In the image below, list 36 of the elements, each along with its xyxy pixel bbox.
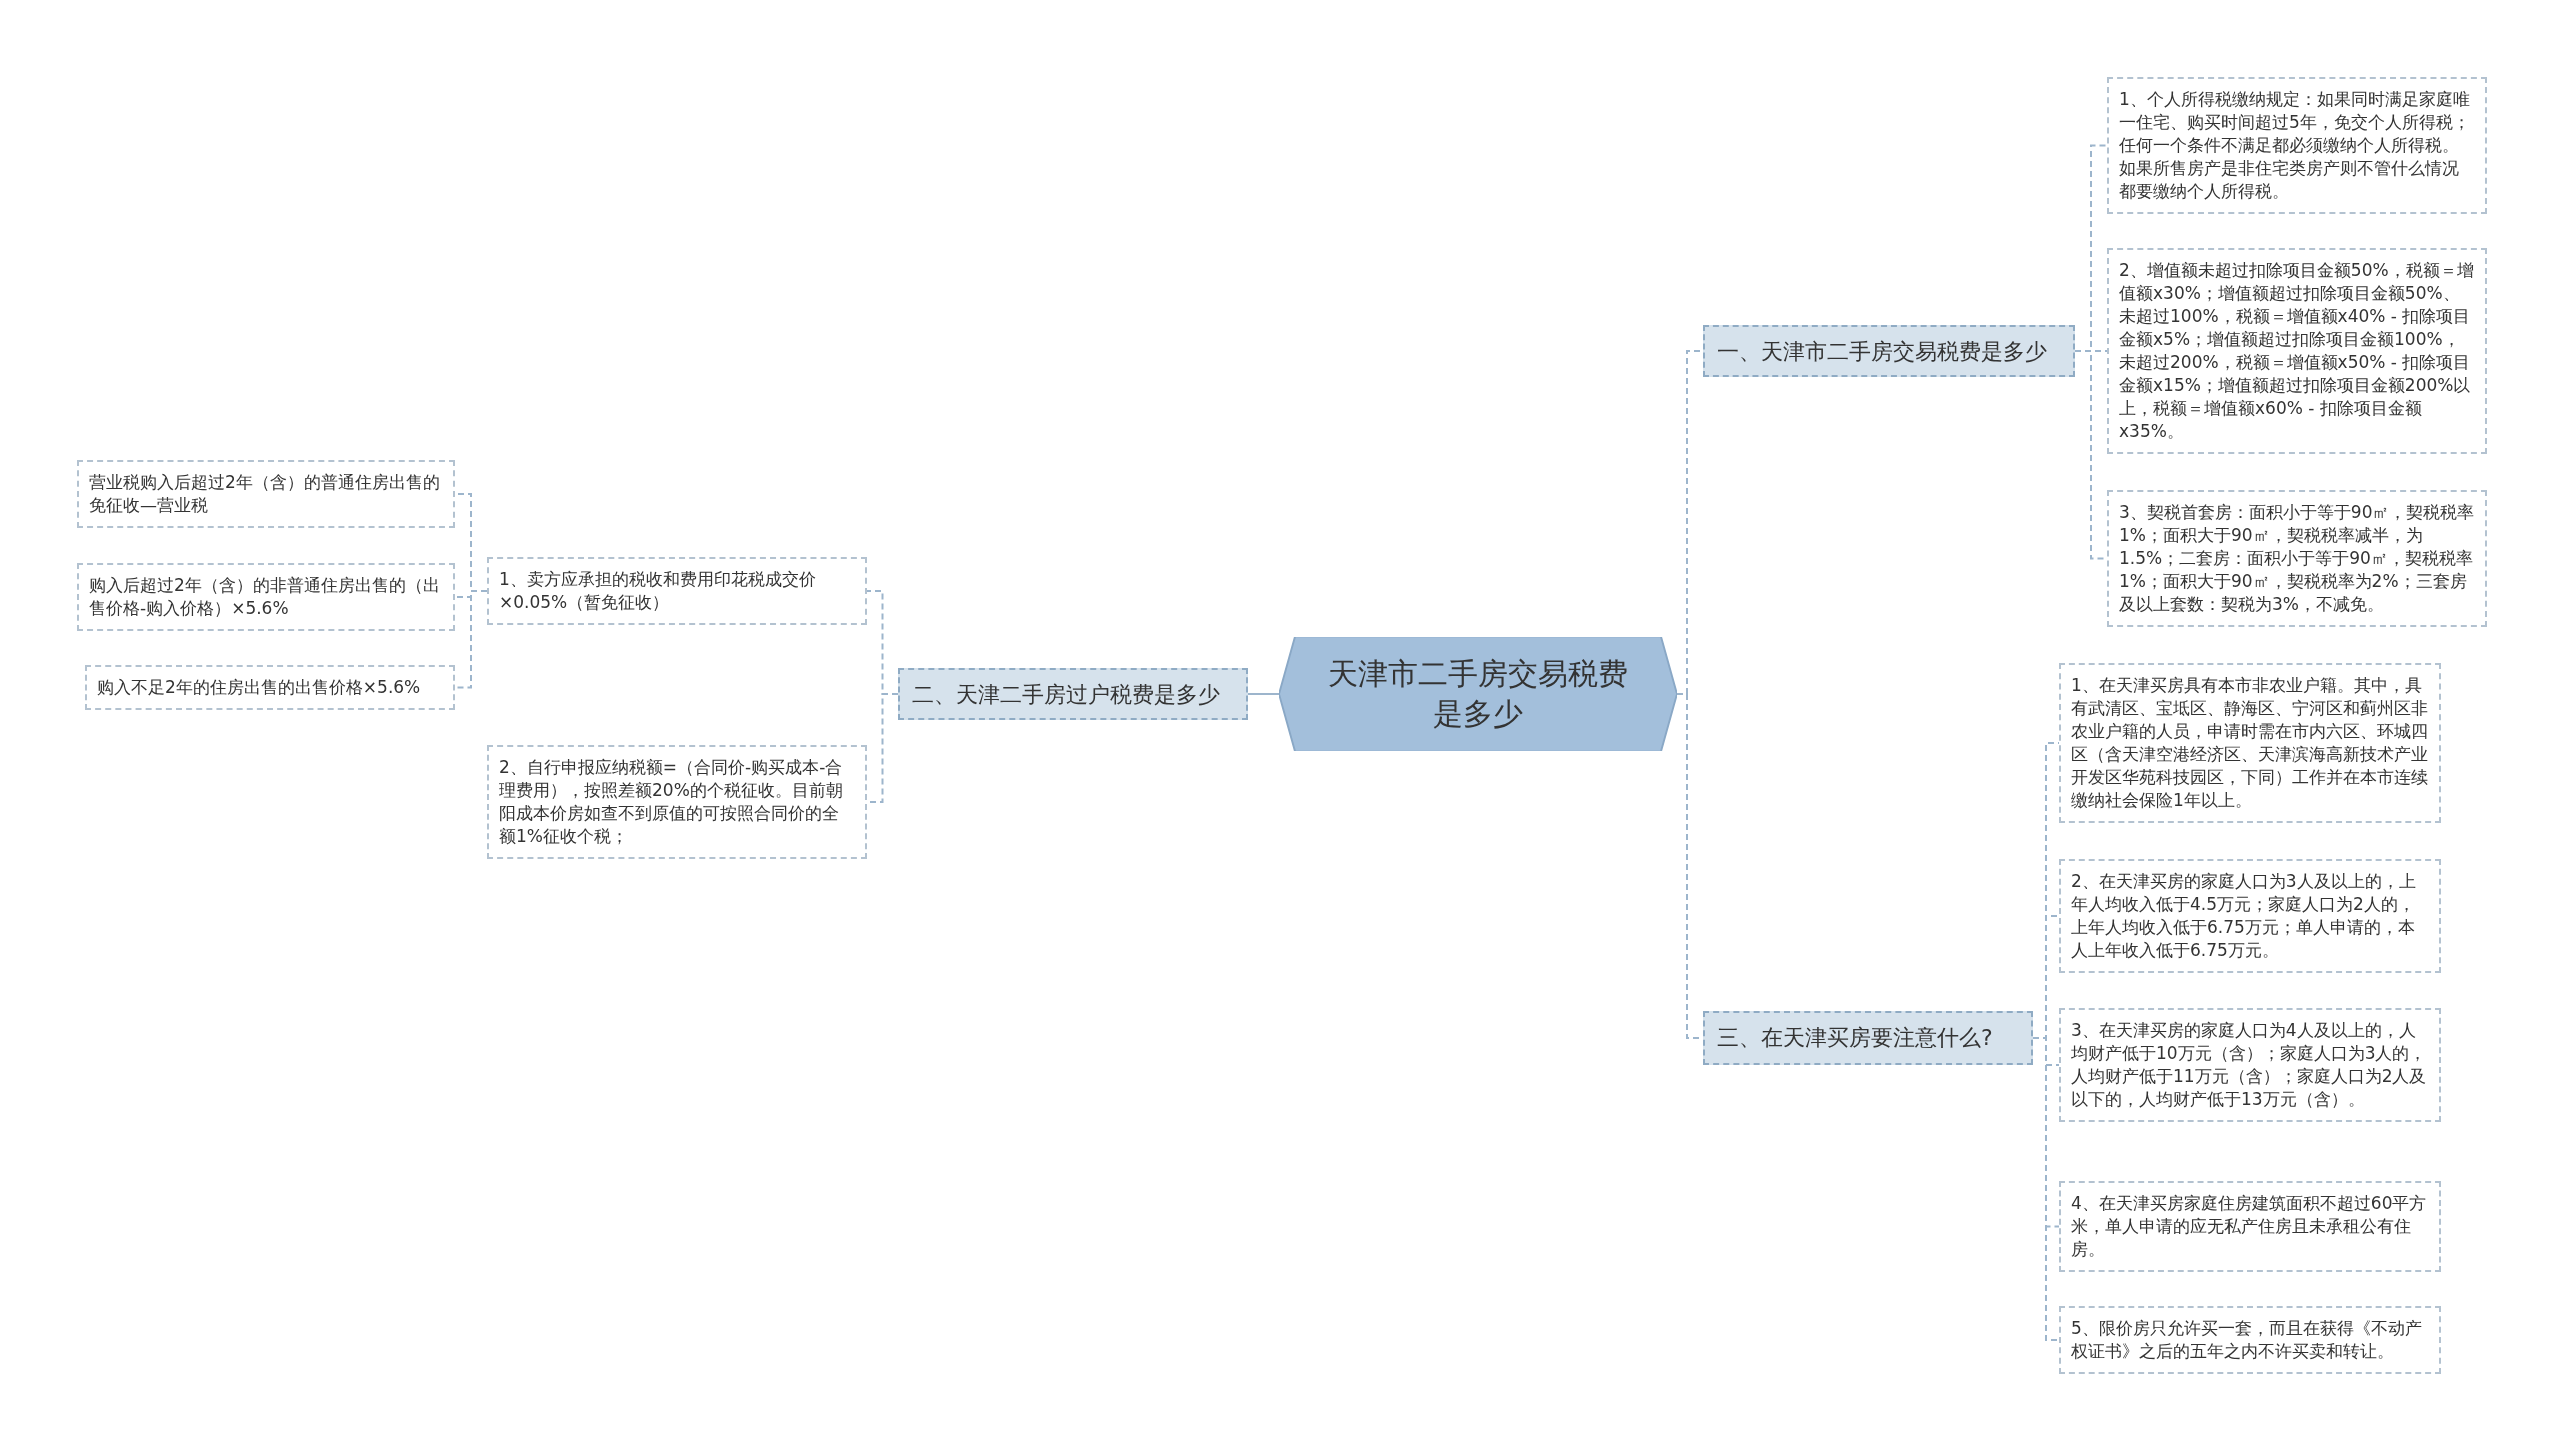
note-text: 2、在天津买房的家庭人口为3人及以上的，上年人均收入低于4.5万元；家庭人口为2人的，上年人均收入低于6.75万元；单人申请的，本人上年收入低于6.75万元。 <box>2071 870 2417 962</box>
note-text: 2、增值额未超过扣除项目金额50%，税额＝增值额x30%；增值额超过扣除项目金额50%、未超过100%，税额＝增值额x40% - 扣除项目金额x5%；增值额超过扣除项目金额100%，未超过200%，税额＝增值额x50% - 扣除项目金额x15%；增值额超过扣除项目金额200%以上，税额＝增值额x60% - 扣除项目金额x35%。 <box>2119 259 2475 443</box>
note-box <box>2059 1008 2441 1122</box>
note-text: 2、自行申报应纳税额=（合同价-购买成本-合理费用），按照差额20%的个税征收。目前朝阳成本价房如查不到原值的可按照合同价的全额1%征收个税； <box>499 756 844 848</box>
note-box <box>77 563 455 631</box>
note-box <box>487 745 867 859</box>
branch-topic-box <box>898 668 1248 720</box>
note-box <box>85 665 455 710</box>
note-text: 营业税购入后超过2年（含）的普通住房出售的免征收—营业税 <box>89 471 441 517</box>
branch-topic-box <box>1703 325 2075 377</box>
note-text: 1、卖方应承担的税收和费用印花税成交价×0.05%（暂免征收） <box>499 568 817 614</box>
note-text: 5、限价房只允许买一套，而且在获得《不动产权证书》之后的五年之内不许买卖和转让。 <box>2071 1317 2423 1363</box>
central-topic-node <box>1279 637 1677 751</box>
note-text: 3、契税首套房：面积小于等于90㎡，契税税率1%；面积大于90㎡，契税税率减半，为1.5%；二套房：面积小于等于90㎡，契税税率1%；面积大于90㎡，契税税率为2%；三套房及以上套数：契税为3%，不减免。 <box>2119 501 2475 616</box>
note-box <box>487 557 867 625</box>
branch-topic-text: 三、在天津买房要注意什么? <box>1717 1024 1994 1052</box>
note-box <box>2059 1181 2441 1272</box>
note-box <box>2059 663 2441 823</box>
branch-topic-text: 二、天津二手房过户税费是多少 <box>912 681 1221 709</box>
connector-line <box>2032 1037 2060 1341</box>
note-box <box>2107 490 2487 627</box>
connector-line <box>1247 693 1280 695</box>
branch-topic-text: 一、天津市二手房交易税费是多少 <box>1717 338 2048 366</box>
note-box <box>2059 1306 2441 1374</box>
central-topic-text: 天津市二手房交易税费是多少 <box>1327 655 1629 733</box>
note-text: 购入后超过2年（含）的非普通住房出售的（出售价格-购入价格）×5.6% <box>89 574 441 620</box>
note-box <box>2107 77 2487 214</box>
branch-topic-box <box>1703 1011 2033 1065</box>
note-text: 1、个人所得税缴纳规定：如果同时满足家庭唯一住宅、购买时间超过5年，免交个人所得税；任何一个条件不满足都必须缴纳个人所得税。如果所售房产是非住宅类房产则不管什么情况都要缴纳个人所得税。 <box>2119 88 2471 203</box>
note-text: 1、在天津买房具有本市非农业户籍。其中，具有武清区、宝坻区、静海区、宁河区和蓟州区非农业户籍的人员，申请时需在市内六区、环城四区（含天津空港经济区、天津滨海高新技术产业开发区华苑科技园区，下同）工作并在本市连续缴纳社会保险1年以上。 <box>2071 674 2429 812</box>
note-text: 3、在天津买房的家庭人口为4人及以上的，人均财产低于10万元（含）；家庭人口为3人的，人均财产低于11万元（含）；家庭人口为2人及以下的，人均财产低于13万元（含）。 <box>2071 1019 2428 1111</box>
note-text: 4、在天津买房家庭住房建筑面积不超过60平方米，单人申请的应无私产住房且未承租公有住房。 <box>2071 1192 2428 1261</box>
note-box <box>77 460 455 528</box>
note-box <box>2107 248 2487 454</box>
note-text: 购入不足2年的住房出售的出售价格×5.6% <box>97 676 422 699</box>
note-box <box>2059 859 2441 973</box>
